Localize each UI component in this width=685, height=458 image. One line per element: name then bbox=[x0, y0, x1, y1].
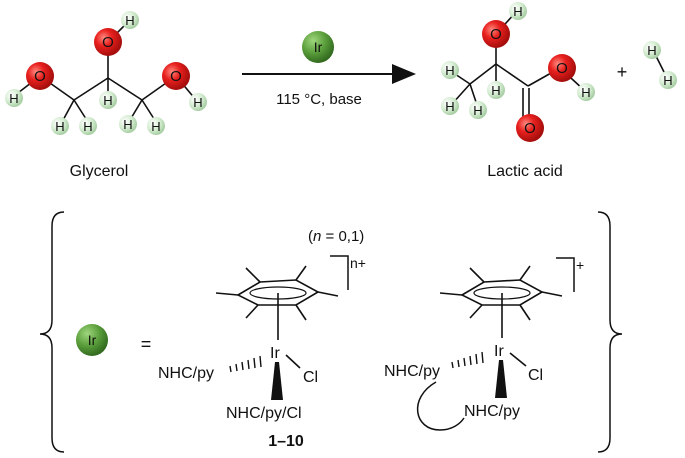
glycerol-hydrogen: H bbox=[5, 89, 23, 107]
hydrogen-molecule: H H bbox=[643, 41, 677, 89]
lactic-acid-molecule: O O O H H H H H bbox=[441, 2, 595, 142]
product-name: Lactic acid bbox=[487, 163, 563, 180]
svg-text:H: H bbox=[473, 103, 482, 118]
metal-center-2: Ir bbox=[494, 343, 504, 360]
ligand-left-1: NHC/py bbox=[158, 365, 214, 382]
lactic-oxygen-carbonyl: O bbox=[516, 114, 544, 142]
glycerol-hydrogen: H bbox=[189, 93, 207, 111]
reactant-name: Glycerol bbox=[70, 163, 129, 180]
h2-hydrogen: H bbox=[659, 71, 677, 89]
iridium-legend-ball: Ir bbox=[76, 324, 108, 356]
svg-text:Ir: Ir bbox=[88, 332, 97, 348]
glycerol-oxygen-left: O bbox=[26, 62, 54, 90]
lactic-hydrogen: H bbox=[487, 81, 505, 99]
charge-note: (n = 0,1) bbox=[308, 228, 364, 245]
glycerol-hydrogen: H bbox=[121, 11, 139, 29]
svg-text:H: H bbox=[125, 13, 134, 28]
svg-text:O: O bbox=[490, 26, 502, 43]
lactic-oxygen-hydroxyl: O bbox=[482, 20, 510, 48]
glycerol-oxygen-right: O bbox=[162, 62, 190, 90]
lactic-hydrogen: H bbox=[441, 97, 459, 115]
svg-text:H: H bbox=[55, 119, 64, 134]
svg-text:H: H bbox=[513, 4, 522, 19]
glycerol-hydrogen: H bbox=[147, 117, 165, 135]
lactic-hydrogen: H bbox=[441, 61, 459, 79]
svg-text:H: H bbox=[123, 117, 132, 132]
svg-text:H: H bbox=[83, 119, 92, 134]
ligand-cl-2: Cl bbox=[528, 367, 543, 384]
svg-text:H: H bbox=[647, 43, 656, 58]
compound-numbers: 1–10 bbox=[268, 433, 304, 450]
glycerol-hydrogen: H bbox=[99, 91, 117, 109]
svg-text:O: O bbox=[34, 68, 46, 85]
svg-text:H: H bbox=[151, 119, 160, 134]
svg-text:O: O bbox=[102, 34, 114, 51]
ligand-cl-1: Cl bbox=[303, 369, 318, 386]
metal-center-1: Ir bbox=[270, 345, 280, 362]
iridium-catalyst-ball: Ir bbox=[302, 31, 334, 63]
svg-text:H: H bbox=[491, 83, 500, 98]
glycerol-oxygen-center: O bbox=[94, 28, 122, 56]
right-brace bbox=[597, 211, 623, 453]
ligand-left-2: NHC/py bbox=[384, 363, 440, 380]
left-brace bbox=[39, 211, 65, 453]
svg-text:H: H bbox=[103, 93, 112, 108]
ligand-bottom-1: NHC/py/Cl bbox=[226, 405, 302, 422]
equals-sign: = bbox=[141, 334, 152, 354]
glycerol-hydrogen: H bbox=[79, 117, 97, 135]
svg-text:Ir: Ir bbox=[314, 39, 323, 55]
svg-text:O: O bbox=[556, 60, 568, 77]
glycerol-hydrogen: H bbox=[119, 115, 137, 133]
catalyst-complex-chelated: + Ir NHC/py Cl NHC/py bbox=[384, 257, 584, 431]
plus-sign: + bbox=[617, 62, 628, 82]
h2-hydrogen: H bbox=[643, 41, 661, 59]
lactic-oxygen-acid: O bbox=[548, 54, 576, 82]
svg-text:O: O bbox=[170, 68, 182, 85]
svg-text:H: H bbox=[193, 95, 202, 110]
glycerol-molecule: O O O H H H H H bbox=[5, 11, 207, 135]
lactic-hydrogen: H bbox=[509, 2, 527, 20]
reaction-conditions: 115 °C, base bbox=[276, 91, 362, 108]
ligand-bottom-2: NHC/py bbox=[464, 403, 520, 420]
charge-second: + bbox=[576, 257, 584, 273]
glycerol-hydrogen: H bbox=[51, 117, 69, 135]
svg-text:O: O bbox=[524, 120, 536, 137]
svg-text:H: H bbox=[445, 99, 454, 114]
lactic-hydrogen: H bbox=[469, 101, 487, 119]
svg-text:H: H bbox=[663, 73, 672, 88]
svg-text:H: H bbox=[581, 85, 590, 100]
svg-text:H: H bbox=[445, 63, 454, 78]
charge-first: n+ bbox=[350, 255, 366, 271]
catalyst-complex-neutral-or-cationic: n+ Ir NHC/py Cl NHC/py/Cl bbox=[158, 255, 366, 422]
lactic-hydrogen: H bbox=[577, 83, 595, 101]
svg-text:H: H bbox=[9, 91, 18, 106]
